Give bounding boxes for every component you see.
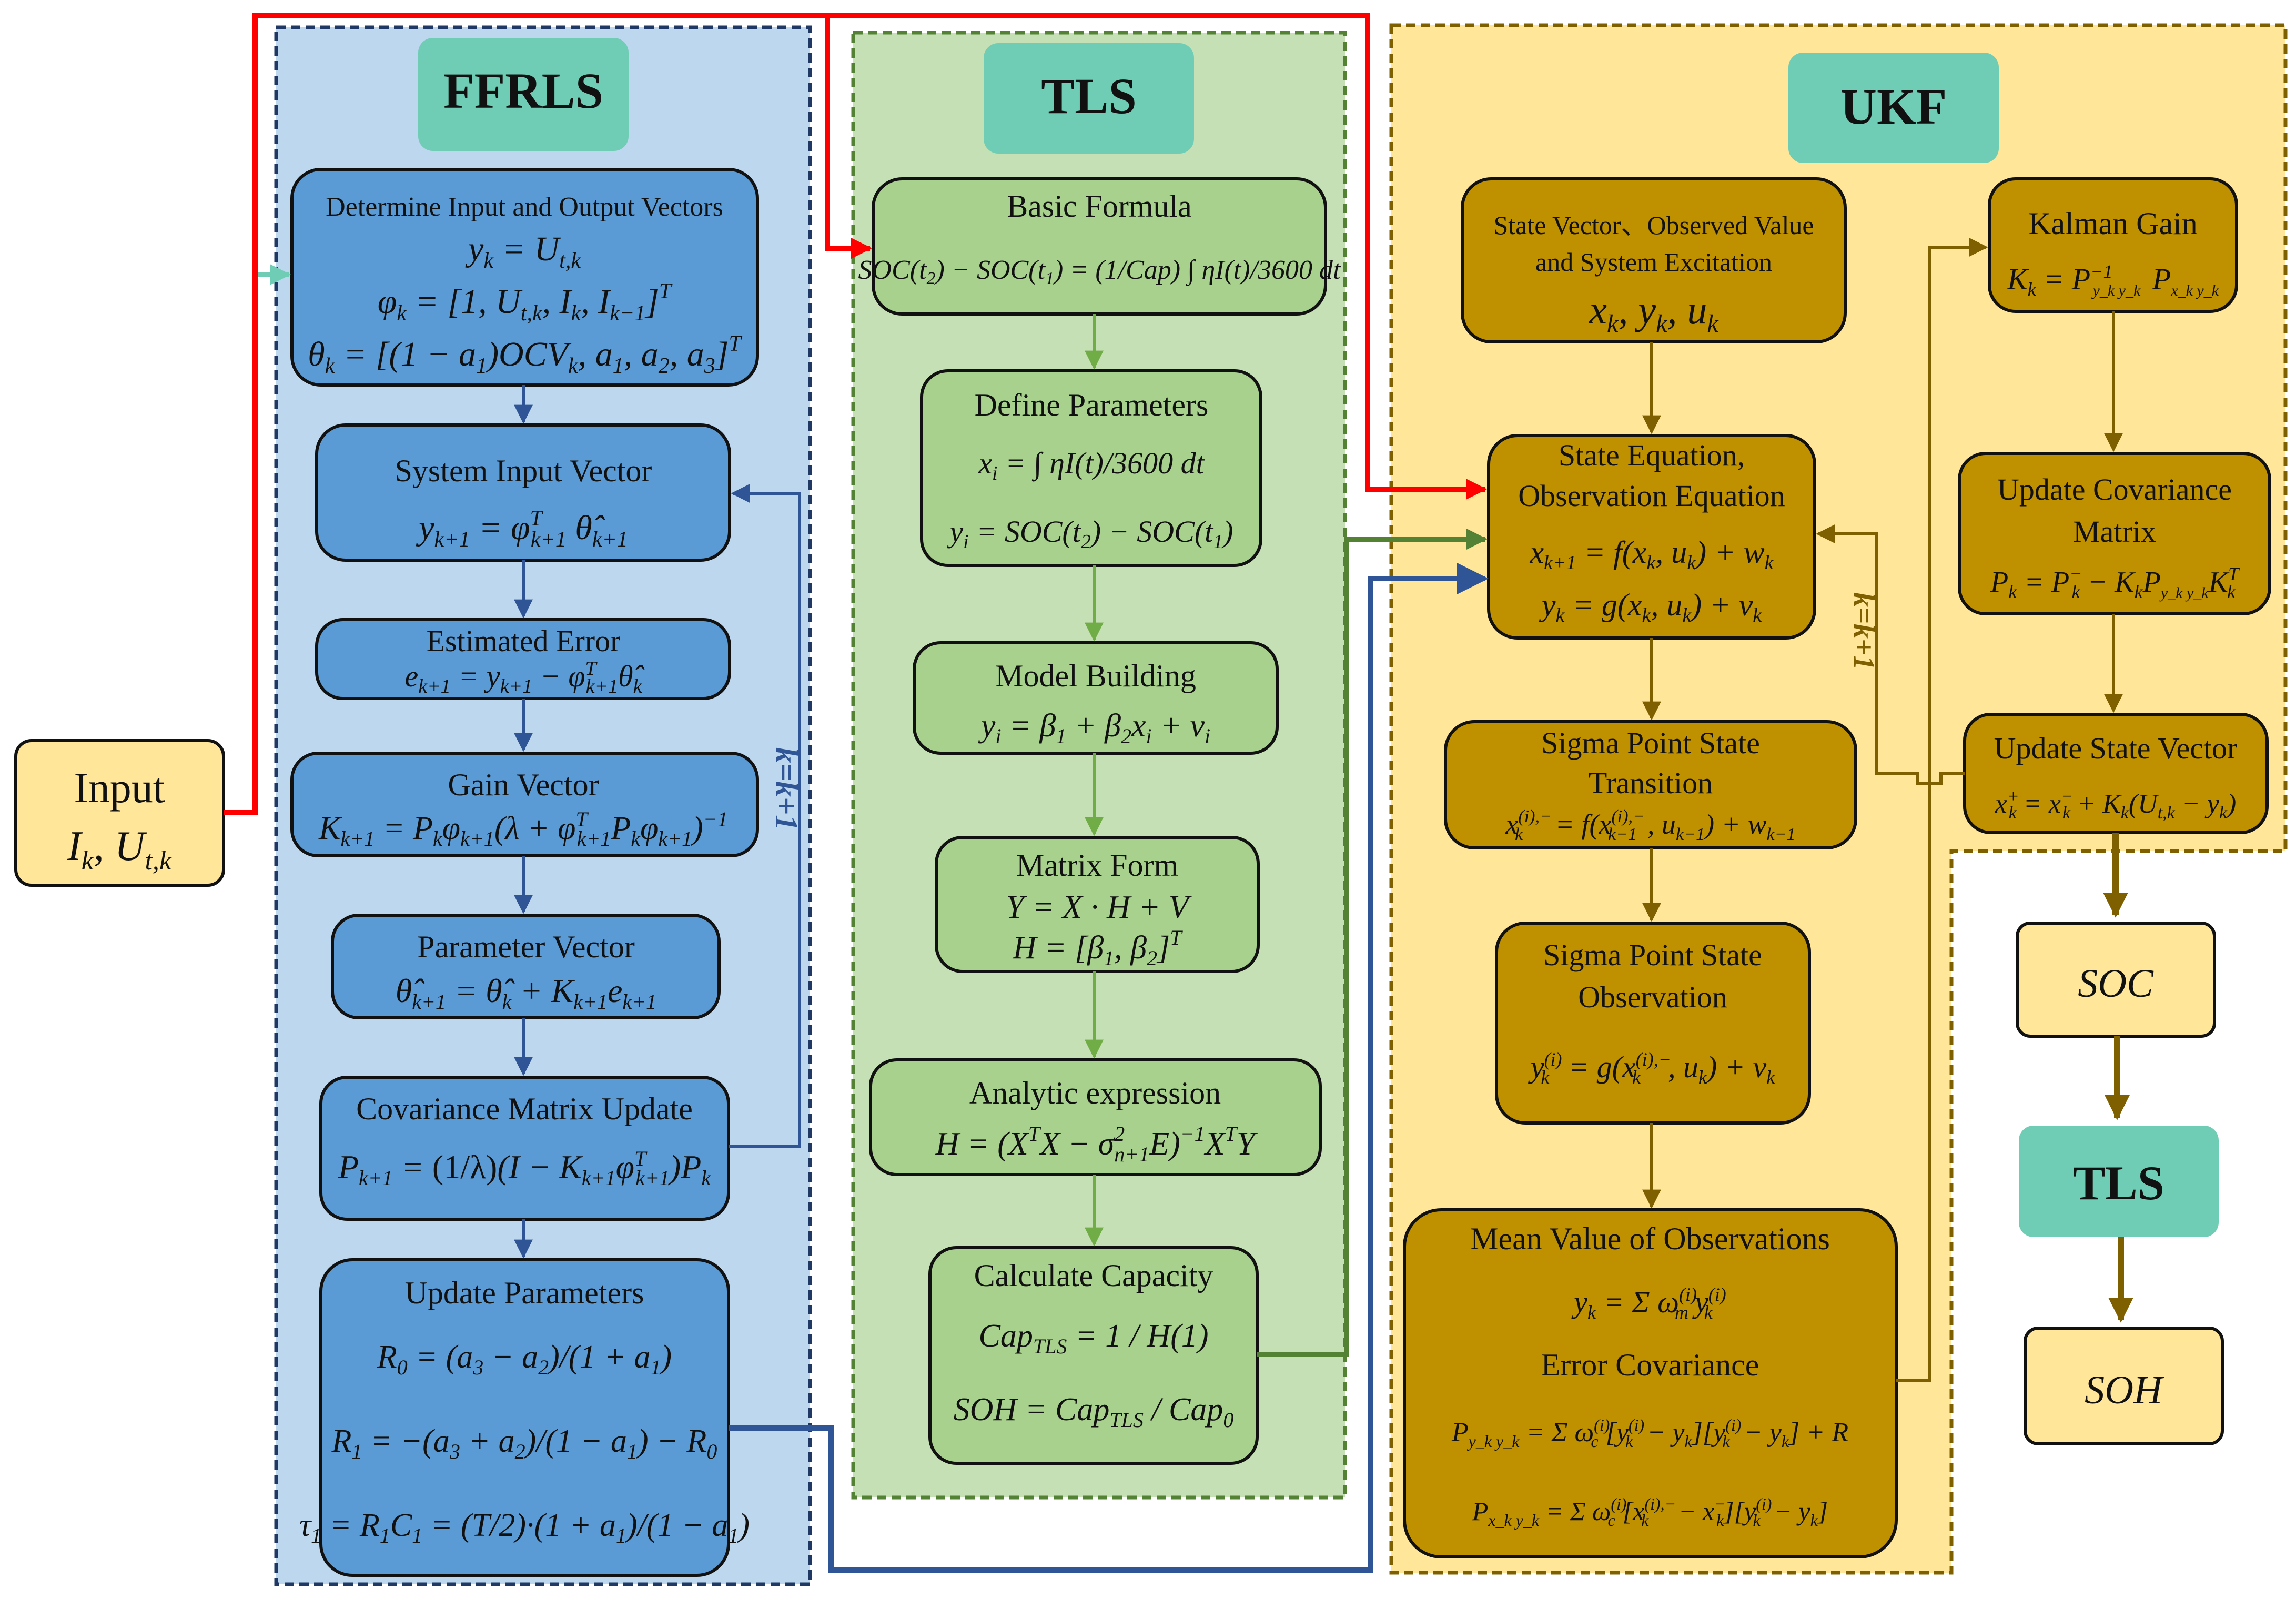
ukf-block-update-state: Update State Vector x+k = x−k + Kk(Ut,k … (1963, 713, 2269, 834)
ukf-block-state-vector-title-2: and System Excitation (1535, 247, 1772, 277)
tls-title-box: TLS (984, 43, 1194, 154)
tls-title: TLS (1041, 68, 1136, 124)
ukf-block-sigma-transition: Sigma Point State Transition x(i),−k = f… (1444, 720, 1857, 849)
ukf-block-sigma-observation: Sigma Point State Observation y(i)k = g(… (1495, 922, 1811, 1125)
ukf-block-state-equation-title-1: State Equation, (1559, 438, 1745, 472)
ffrls-block-input-output: Determine Input and Output Vectors yk = … (290, 168, 759, 387)
eq-soh: SOH = CapTLS / Cap0 (954, 1392, 1234, 1432)
eq-update-state: x+k = x−k + Kk(Ut,k − yk) (1995, 787, 2237, 823)
eq-matrix-form-2: H = [β1, β2]T (1013, 926, 1184, 970)
eq-r0: R0 = (a3 − a2)/(1 + a1) (377, 1339, 672, 1379)
tls-block-analytic-expression-title: Analytic expression (969, 1076, 1221, 1110)
eq-tau1: τ1 = R1C1 = (T/2)·(1 + a1)/(1 − a1) (299, 1507, 750, 1547)
ffrls-block-gain-vector-title: Gain Vector (448, 767, 599, 802)
ffrls-title-box: FFRLS (418, 38, 629, 151)
soc-output-label: SOC (2078, 962, 2154, 1006)
ukf-block-sigma-observation-title-2: Observation (1578, 980, 1727, 1014)
ukf-block-sigma-observation-title-1: Sigma Point State (1543, 938, 1762, 972)
tls-output-box: TLS (2019, 1126, 2219, 1237)
ukf-block-state-equation: State Equation, Observation Equation xk+… (1487, 434, 1816, 640)
tls-block-define-parameters-title: Define Parameters (975, 388, 1209, 422)
tls-block-basic-formula-title: Basic Formula (1007, 189, 1192, 224)
ffrls-block-update-parameters-title: Update Parameters (405, 1276, 644, 1310)
tls-block-matrix-form: Matrix Form Y = X · H + V H = [β1, β2]T (935, 836, 1260, 973)
ffrls-block-estimated-error-title: Estimated Error (427, 624, 621, 658)
ffrls-block-system-input-title: System Input Vector (395, 453, 652, 488)
ukf-title: UKF (1840, 78, 1947, 135)
soc-output-box: SOC (2016, 922, 2216, 1038)
ukf-block-update-covariance: Update Covariance Matrix Pk = P−k − KkPy… (1958, 452, 2271, 615)
input-label: Input (74, 764, 165, 812)
eq-pyy: Py_k y_k = Σ ω(i)c[y(i)k − yk][y(i)k − y… (1451, 1415, 1848, 1451)
ukf-block-kalman-gain-title: Kalman Gain (2028, 206, 2198, 241)
ukf-block-state-vector-title: State Vector、Observed Value (1493, 210, 1814, 240)
eq-state-vector: xk, yk, uk (1589, 288, 1719, 338)
ffrls-block-parameter-vector-title: Parameter Vector (417, 929, 635, 964)
soh-output-label: SOH (2085, 1368, 2164, 1412)
red-input-connectors (224, 13, 1487, 815)
green-capacity-connector (1257, 529, 1488, 1357)
ffrls-block-input-output-title: Determine Input and Output Vectors (326, 192, 723, 222)
ffrls-loop-label: k=k+1 (769, 747, 804, 831)
ukf-block-update-state-title: Update State Vector (1994, 731, 2238, 765)
tls-block-matrix-form-title: Matrix Form (1016, 848, 1178, 883)
ukf-block-update-covariance-title-2: Matrix (2073, 514, 2156, 549)
ffrls-block-update-parameters: Update Parameters R0 = (a3 − a2)/(1 + a1… (299, 1258, 750, 1577)
eq-pxy: Px_k y_k = Σ ω(i)c[x(i),−k − x−k][y(i)k … (1472, 1494, 1828, 1530)
ffrls-block-parameter-vector: Parameter Vector θ̂k+1 = θ̂k + Kk+1ek+1 (331, 914, 721, 1019)
tls-block-calculate-capacity-title: Calculate Capacity (974, 1258, 1213, 1293)
tls-block-model-building: Model Building yi = β1 + β2xi + νi (913, 641, 1279, 755)
eq-xi: xi = ∫ ηI(t)/3600 dt (978, 446, 1205, 484)
output-arrows (2103, 833, 2133, 1323)
tls-block-model-building-title: Model Building (995, 659, 1196, 693)
ukf-block-sigma-transition-title-2: Transition (1589, 766, 1713, 800)
eq-sigma-transition: x(i),−k = f(x(i),−k−1, uk−1) + wk−1 (1505, 807, 1795, 844)
ukf-block-state-vector: State Vector、Observed Value and System E… (1461, 177, 1847, 343)
ffrls-block-covariance-update: Covariance Matrix Update Pk+1 = (1/λ)(I … (319, 1076, 730, 1221)
ukf-block-sigma-transition-title-1: Sigma Point State (1541, 726, 1760, 760)
eq-thetak: θk = [(1 − a1)OCVk, a1, a2, a3]T (308, 332, 742, 378)
eq-matrix-form-1: Y = X · H + V (1006, 889, 1191, 925)
eq-basic-formula: SOC(t2) − SOC(t1) = (1/Cap) ∫ ηI(t)/3600… (858, 255, 1341, 288)
soh-output-box: SOH (2024, 1327, 2224, 1445)
ukf-block-state-equation-title-2: Observation Equation (1518, 479, 1785, 513)
ukf-block-mean-observations-title: Mean Value of Observations (1470, 1221, 1830, 1256)
ffrls-block-covariance-update-title: Covariance Matrix Update (356, 1091, 693, 1126)
tls-block-basic-formula: Basic Formula SOC(t2) − SOC(t1) = (1/Cap… (858, 177, 1341, 316)
eq-model-building: yi = β1 + β2xi + νi (978, 708, 1210, 748)
ffrls-arrows (514, 385, 801, 1259)
tls-output-label: TLS (2073, 1156, 2164, 1210)
tls-block-define-parameters: Define Parameters xi = ∫ ηI(t)/3600 dt y… (920, 369, 1262, 567)
ukf-title-box: UKF (1788, 53, 1999, 163)
ukf-block-error-covariance-title: Error Covariance (1541, 1348, 1759, 1382)
blue-parameter-connector (729, 563, 1489, 1573)
ukf-loop-label: k=k+1 (1847, 592, 1880, 670)
ffrls-title: FFRLS (443, 63, 603, 119)
eq-r1: R1 = −(a3 + a2)/(1 − a1) − R0 (331, 1423, 717, 1463)
input-box: Input Ik, Ut,k (14, 739, 225, 887)
eq-cap-tls: CapTLS = 1 / H(1) (979, 1318, 1209, 1358)
ukf-block-update-covariance-title-1: Update Covariance (1997, 472, 2232, 507)
eq-observation-equation: yk = g(xk, uk) + vk (1539, 588, 1762, 626)
ukf-arrows (1642, 238, 2123, 1382)
tls-block-calculate-capacity: Calculate Capacity CapTLS = 1 / H(1) SOH… (928, 1246, 1259, 1465)
